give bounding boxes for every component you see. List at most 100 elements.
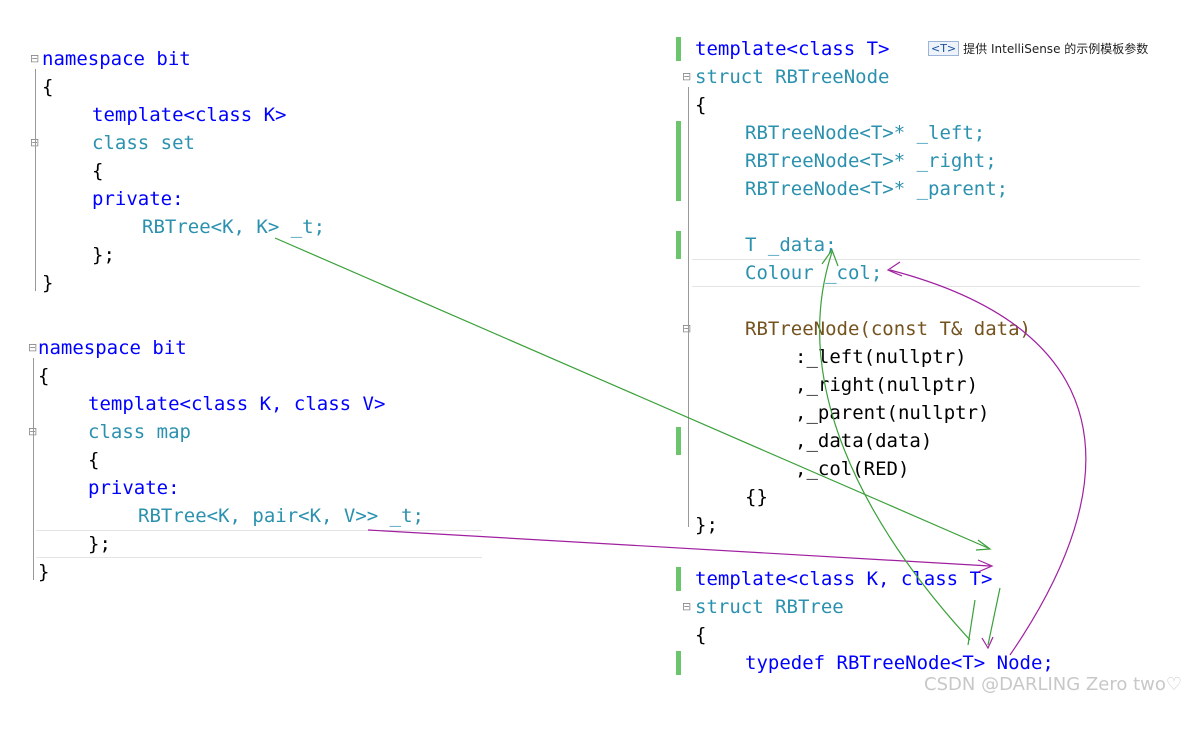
code-line: RBTreeNode<T>* _left; <box>745 119 985 147</box>
map-to-rbtree-arrow <box>367 529 991 567</box>
line-text: }; <box>695 514 718 536</box>
code-line: { <box>695 621 706 649</box>
arrowhead-icon <box>975 539 992 551</box>
code-line: struct RBTree <box>695 593 844 621</box>
change-bar <box>676 427 681 455</box>
fold-collapse-icon[interactable]: ⊟ <box>30 136 39 149</box>
brace-guide <box>33 358 34 580</box>
fold-collapse-icon[interactable]: ⊟ <box>682 70 692 83</box>
fold-collapse-icon[interactable]: ⊟ <box>30 52 40 65</box>
line-text: struct RBTree <box>695 596 844 618</box>
line-text: private: <box>88 477 180 499</box>
code-line: } <box>42 269 53 297</box>
line-text: } <box>38 561 50 583</box>
code-line: private: <box>88 474 180 502</box>
code-line: class set <box>92 129 195 157</box>
line-text: { <box>695 94 707 116</box>
line-text: { <box>38 365 50 387</box>
line-text: ,_parent(nullptr) <box>795 402 990 424</box>
code-line: class map <box>88 418 191 446</box>
set-code-block: ⊟ namespace bit { template<class K> ⊟ cl… <box>0 45 480 305</box>
line-text: template<class K, class V> <box>88 393 386 415</box>
change-bar <box>676 567 681 591</box>
line-text: class map <box>88 421 191 443</box>
line-text: RBTreeNode<T>* _left; <box>745 122 986 144</box>
line-text: namespace bit <box>38 337 187 359</box>
fold-collapse-icon[interactable]: ⊟ <box>28 425 37 438</box>
code-line: RBTree<K, K> _t; <box>142 213 325 241</box>
current-line-highlight <box>36 530 482 558</box>
map-code-block: ⊟ namespace bit { template<class K, clas… <box>0 334 485 594</box>
arrowhead-icon <box>821 248 839 267</box>
code-line: { <box>42 73 53 101</box>
line-text: { <box>42 76 54 98</box>
line-text: RBTree<K, pair<K, V>> _t; <box>138 505 424 527</box>
line-text: }; <box>92 244 115 266</box>
code-line: namespace bit <box>38 334 187 362</box>
line-text: {} <box>745 486 768 508</box>
code-line: ,_parent(nullptr) <box>795 399 989 427</box>
tooltip-text: 提供 IntelliSense 的示例模板参数 <box>963 42 1149 56</box>
code-line: { <box>92 157 103 185</box>
code-line: { <box>38 362 49 390</box>
line-text: Colour _col; <box>745 262 883 284</box>
rbtree-t-down-arrow-2 <box>967 599 976 646</box>
code-line: { <box>88 446 99 474</box>
arrowhead-icon <box>886 261 903 277</box>
t-to-col-arrow <box>889 269 1087 656</box>
code-line: typedef RBTreeNode<T> Node; <box>745 649 1054 677</box>
line-text: T _data; <box>745 234 837 256</box>
line-text: RBTreeNode(const T& data) <box>745 318 1031 340</box>
code-line: template<class K, class V> <box>88 390 385 418</box>
t-to-data-arrow <box>819 251 971 641</box>
arrowhead-icon <box>981 636 994 650</box>
watermark: CSDN @DARLING Zero two♡ <box>924 674 1182 695</box>
code-line: :_left(nullptr) <box>795 343 967 371</box>
line-text: RBTree<K, K> _t; <box>142 216 326 238</box>
change-bar <box>676 121 681 201</box>
line-text: typedef RBTreeNode<T> Node; <box>745 652 1054 674</box>
code-line: } <box>38 558 49 586</box>
code-line: RBTreeNode<T>* _parent; <box>745 175 1008 203</box>
change-bar <box>676 231 681 259</box>
line-text: { <box>695 624 707 646</box>
line-text: template<class T> <box>695 38 890 60</box>
line-text: class set <box>92 132 195 154</box>
fold-collapse-icon[interactable]: ⊟ <box>682 600 692 613</box>
code-line: { <box>695 91 706 119</box>
code-line: private: <box>92 185 184 213</box>
code-line: }; <box>695 511 718 539</box>
fold-collapse-icon[interactable]: ⊟ <box>28 341 38 354</box>
line-text: RBTreeNode<T>* _parent; <box>745 178 1009 200</box>
code-line: ,_right(nullptr) <box>795 371 978 399</box>
node-code-block: ⊟ ⊟ <T> 提供 IntelliSense 的示例模板参数 template… <box>670 35 1148 545</box>
annotation-arrows <box>274 237 1087 656</box>
line-text: RBTreeNode<T>* _right; <box>745 150 997 172</box>
set-to-rbtree-arrow <box>274 237 989 549</box>
rbtree-t-down-arrow <box>987 587 1001 646</box>
code-line: }; <box>92 241 115 269</box>
code-line: template<class K> <box>92 101 286 129</box>
line-text: }; <box>88 533 111 555</box>
line-text: private: <box>92 188 184 210</box>
line-text: :_left(nullptr) <box>795 346 967 368</box>
brace-guide <box>688 87 689 527</box>
code-line: RBTreeNode(const T& data) <box>745 315 1031 343</box>
code-line: ,_data(data) <box>795 427 932 455</box>
code-line: namespace bit <box>42 45 191 73</box>
line-text: struct RBTreeNode <box>695 66 890 88</box>
fold-collapse-icon[interactable]: ⊟ <box>682 322 692 335</box>
brace-guide <box>35 69 36 291</box>
line-text: namespace bit <box>42 48 191 70</box>
change-bar <box>676 37 681 61</box>
code-line: {} <box>745 483 768 511</box>
template-badge: <T> <box>928 41 960 56</box>
code-line: template<class T> <box>695 35 889 63</box>
code-line: RBTreeNode<T>* _right; <box>745 147 997 175</box>
change-bar <box>676 651 681 675</box>
intellisense-tooltip: <T> 提供 IntelliSense 的示例模板参数 <box>928 40 1148 57</box>
code-line: RBTree<K, pair<K, V>> _t; <box>138 502 424 530</box>
arrowhead-icon <box>977 559 994 573</box>
line-text: ,_data(data) <box>795 430 933 452</box>
line-text: ,_right(nullptr) <box>795 374 979 396</box>
